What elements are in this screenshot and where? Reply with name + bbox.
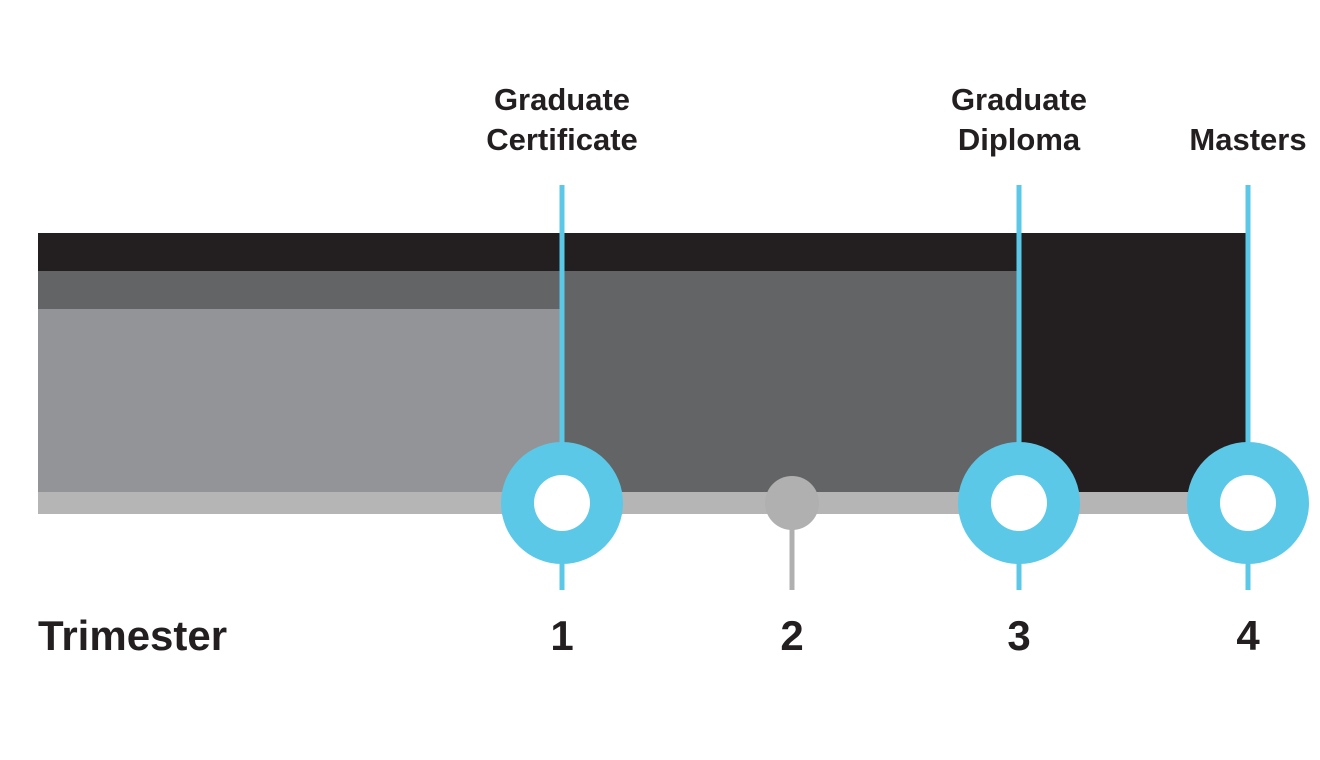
axis-label-trimester: Trimester <box>38 612 227 659</box>
qualification-label-line1: Graduate <box>951 82 1087 117</box>
milestone-node-3 <box>958 442 1080 564</box>
timeline-nodes <box>501 442 1309 564</box>
qualification-label-masters: Masters <box>1189 122 1306 157</box>
minor-node-2 <box>765 476 819 530</box>
tick-label-2: 2 <box>780 612 803 659</box>
qualification-label-line2: Masters <box>1189 122 1306 157</box>
tick-label-1: 1 <box>550 612 573 659</box>
qualification-label-line2: Diploma <box>958 122 1081 157</box>
timeline-track <box>38 492 1248 514</box>
qualification-label-line2: Certificate <box>486 122 638 157</box>
graduate-certificate-bar <box>38 309 562 492</box>
tick-label-4: 4 <box>1236 612 1260 659</box>
qualification-label-line1: Graduate <box>494 82 630 117</box>
milestone-node-1 <box>501 442 623 564</box>
tick-label-3: 3 <box>1007 612 1030 659</box>
trimester-tick-labels: 1 2 3 4 <box>550 612 1260 659</box>
milestone-node-4 <box>1187 442 1309 564</box>
